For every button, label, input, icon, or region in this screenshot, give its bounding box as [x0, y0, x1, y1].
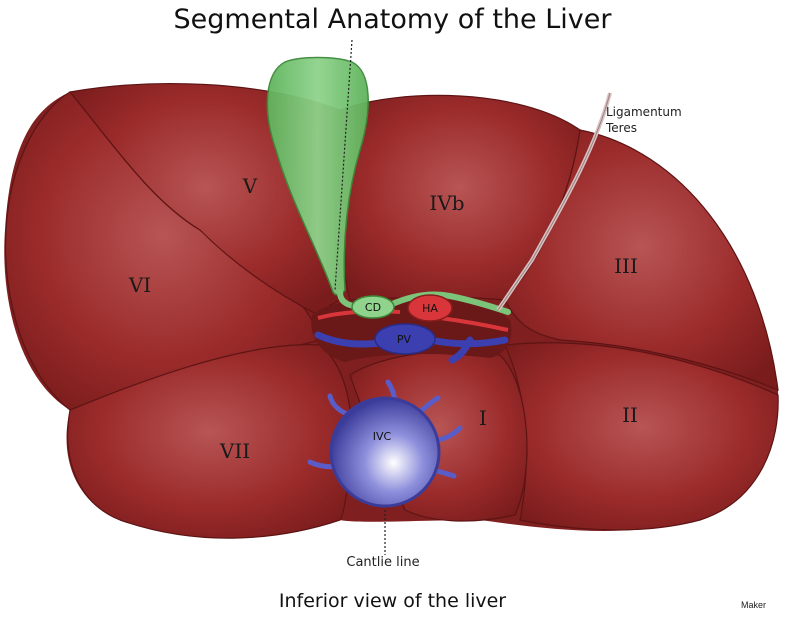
portal-vein [374, 323, 436, 355]
gallbladder [266, 56, 369, 296]
label-segment-iii: III [614, 254, 638, 278]
gallbladder-leader [334, 39, 353, 291]
label-ligamentum-line1: Ligamentum [606, 105, 682, 119]
ivc [329, 396, 441, 508]
label-segment-vi: VI [128, 273, 151, 297]
label-ha: HA [422, 302, 438, 315]
label-segment-vii: VII [219, 439, 250, 463]
label-cd: CD [365, 301, 381, 314]
cystic-duct [351, 295, 395, 319]
label-segment-ivb: IVb [429, 191, 464, 215]
label-segment-i: I [479, 406, 487, 430]
label-cantlie-line: Cantlie line [346, 555, 419, 570]
label-pv: PV [397, 333, 412, 346]
segment-vii-lobe [67, 344, 353, 539]
diagram-title: Segmental Anatomy of the Liver [173, 4, 612, 35]
label-segment-v: V [242, 174, 258, 198]
hepatic-artery [407, 294, 453, 322]
diagram-caption: Inferior view of the liver [278, 590, 507, 612]
label-segment-ii: II [622, 403, 638, 427]
label-ligamentum-line2: Teres [605, 121, 637, 135]
credit-text: Maker [741, 600, 767, 610]
label-ivc: IVC [373, 430, 392, 443]
portal-vein-branches [314, 331, 509, 364]
